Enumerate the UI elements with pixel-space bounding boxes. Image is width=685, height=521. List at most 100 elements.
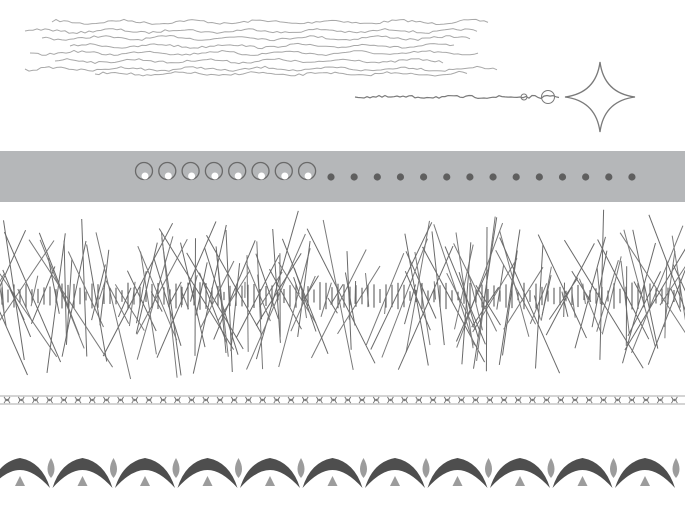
- ring: [297, 161, 317, 181]
- scratch-stroke: [186, 252, 244, 350]
- scratch-stroke: [354, 280, 357, 304]
- scratch-stroke: [0, 273, 58, 358]
- chain-knot: [559, 398, 562, 402]
- leaf-arch-ornament: [177, 458, 238, 488]
- chain-knot: [517, 398, 520, 402]
- scratch-stroke: [230, 263, 241, 352]
- ring-dot: [281, 172, 289, 180]
- leaf-arch-ornament: [552, 458, 613, 488]
- band-dot: [327, 173, 335, 181]
- chain-link: [642, 396, 650, 404]
- scratch-stroke: [235, 254, 280, 339]
- ring-row-group: [134, 161, 636, 181]
- scratch-stroke: [47, 258, 60, 314]
- scratch-stroke: [327, 297, 338, 314]
- chain-knot: [573, 398, 577, 402]
- scratch-stroke: [150, 291, 163, 312]
- chain-link: [443, 396, 451, 404]
- drop-ornament: [47, 458, 55, 478]
- small-leaf-ornament: [15, 476, 25, 486]
- ring-dot: [188, 172, 196, 180]
- chain-link: [273, 396, 281, 404]
- scratch-stroke: [365, 253, 405, 346]
- chain-knot: [76, 398, 80, 402]
- scratch-stroke: [0, 311, 28, 376]
- scratch-stroke: [114, 284, 145, 331]
- scratch-stroke: [38, 232, 80, 336]
- chain-link: [671, 396, 678, 404]
- ring: [228, 161, 247, 181]
- scratch-stroke: [620, 260, 630, 333]
- chain-knot: [644, 398, 648, 402]
- chain-link: [131, 396, 139, 404]
- drop-ornament: [297, 458, 305, 478]
- wavy-line: [54, 57, 444, 65]
- chain-knot: [474, 398, 477, 402]
- drop-ornament: [672, 458, 680, 478]
- drop-ornament: [235, 458, 242, 478]
- chain-knot: [162, 398, 165, 402]
- chain-link: [245, 396, 252, 404]
- scratch-stroke: [278, 248, 311, 368]
- drop-ornament: [422, 458, 430, 478]
- ring: [158, 161, 177, 181]
- chain-knot: [261, 398, 264, 402]
- small-leaf-ornament: [577, 476, 588, 486]
- scratch-stroke: [156, 221, 217, 358]
- chain-knot: [417, 398, 420, 402]
- scratch-stroke: [306, 228, 376, 364]
- wavy-line: [69, 42, 455, 50]
- chain-link: [301, 396, 309, 404]
- small-ring: [520, 93, 528, 101]
- scratch-stroke: [623, 229, 656, 347]
- scratch-stroke: [563, 282, 565, 318]
- chain-knot: [5, 398, 9, 402]
- band-dot: [396, 173, 405, 181]
- scratch-stroke: [397, 245, 454, 370]
- wavy-line: [41, 34, 471, 42]
- chain-knot: [218, 398, 222, 402]
- ring: [181, 161, 200, 181]
- scratch-stroke: [281, 238, 329, 354]
- chain-link: [543, 396, 550, 404]
- chain-link: [103, 396, 110, 404]
- chain-knot: [119, 398, 122, 402]
- scratch-stroke: [346, 251, 352, 350]
- ring: [251, 161, 270, 181]
- scratch-stroke: [498, 229, 521, 365]
- scratch-stroke: [30, 266, 56, 324]
- scratch-stroke: [337, 265, 381, 335]
- scratch-stroke: [659, 266, 685, 306]
- chain-link: [656, 396, 664, 404]
- scratch-stroke: [648, 214, 685, 311]
- chain-knot: [659, 398, 662, 402]
- chain-knot: [375, 398, 378, 402]
- scratch-stroke: [158, 228, 235, 350]
- scratch-stroke: [571, 270, 592, 302]
- band-dot: [350, 173, 358, 181]
- small-leaf-ornament: [390, 476, 400, 486]
- chain-link: [614, 396, 621, 404]
- scratch-stroke: [499, 237, 561, 374]
- four-point-star-icon: [564, 61, 636, 133]
- scratch-stroke: [137, 246, 178, 341]
- scratch-stroke: [105, 280, 130, 324]
- scratch-stroke: [81, 218, 88, 357]
- scratch-band-group: [0, 209, 685, 380]
- chain-knot: [275, 398, 278, 402]
- scratch-stroke: [370, 222, 433, 350]
- chain-link: [429, 396, 437, 404]
- scratch-stroke: [537, 234, 587, 339]
- scratch-stroke: [461, 242, 472, 365]
- band-dot: [605, 173, 613, 181]
- chain-link: [514, 396, 522, 404]
- scratch-stroke: [302, 291, 307, 319]
- scratch-stroke: [256, 241, 264, 370]
- drop-ornament: [547, 458, 555, 478]
- ring: [134, 161, 154, 181]
- scratch-stroke: [503, 266, 544, 330]
- chain-link: [287, 396, 295, 404]
- scratch-stroke: [664, 260, 668, 339]
- chain-knot: [332, 398, 335, 402]
